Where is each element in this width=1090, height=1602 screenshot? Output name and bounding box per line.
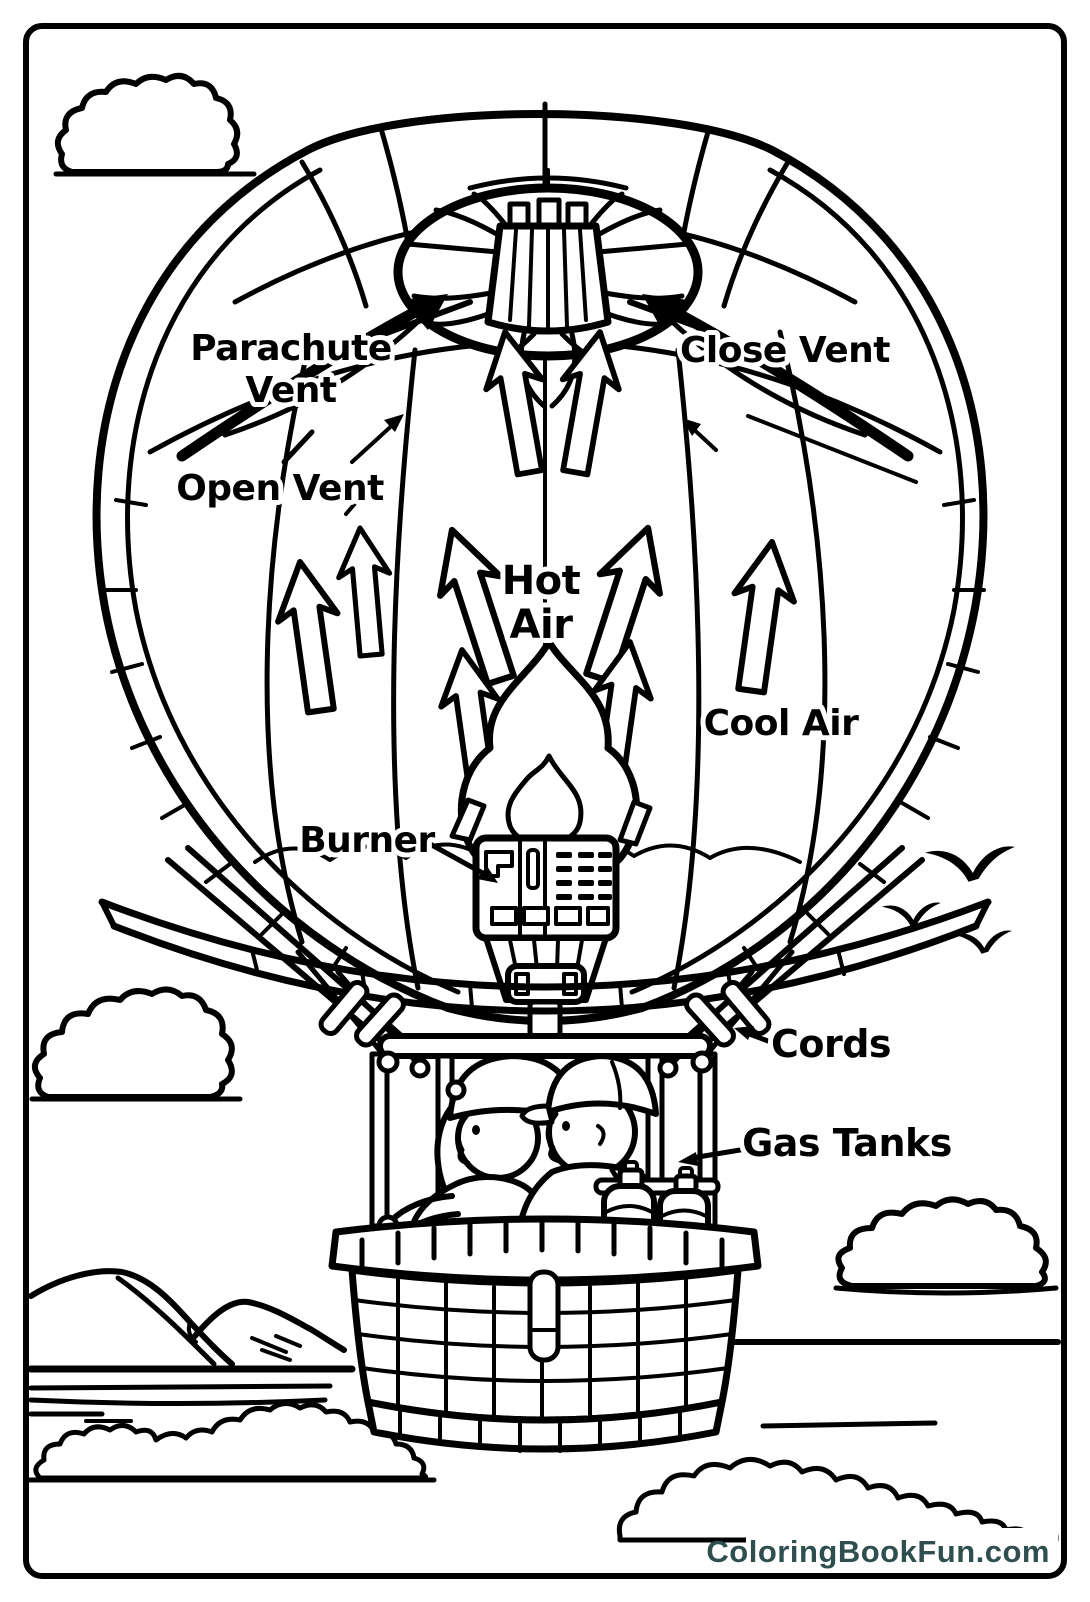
- cords-pointer-arrow: [734, 1026, 779, 1047]
- label-gas-tanks: Gas Tanks: [742, 1121, 952, 1165]
- cloud-right-icon: [833, 1196, 1059, 1296]
- cloud-bottom-left-icon: [29, 1401, 437, 1483]
- small-flow-arrows: [344, 414, 718, 516]
- diagram-labels: Parachute Vent Close Vent Open Vent Hot …: [171, 323, 957, 1170]
- vent-valve-slats: [508, 228, 588, 332]
- suspension-cords: [165, 845, 925, 1065]
- label-cool-air: Cool Air: [704, 703, 859, 744]
- label-parachute-vent-2: Vent: [245, 370, 336, 411]
- carabiners: [376, 1050, 714, 1079]
- mountains-icon: [29, 1268, 347, 1367]
- label-close-vent: Close Vent: [680, 330, 890, 371]
- watermark-text: ColoringBookFun.com: [706, 1534, 1050, 1569]
- vent-valve-tabs: [507, 197, 589, 231]
- label-leaders: [281, 299, 779, 1166]
- label-hot-air: Hot: [502, 558, 581, 604]
- woman-eye: [472, 1125, 480, 1135]
- man-cap-brim: [519, 1103, 555, 1126]
- man-eye: [562, 1121, 570, 1131]
- close-vent-leader: [627, 299, 715, 335]
- cloud-left-icon: [29, 986, 243, 1102]
- parachute-vent-assembly: [393, 168, 703, 409]
- basket-strap: [527, 1269, 561, 1363]
- label-parachute-vent: Parachute: [190, 328, 391, 369]
- watermark: ColoringBookFun.com: [706, 1528, 1058, 1573]
- basket-bottom-ticks: [398, 1408, 682, 1453]
- balloon: [92, 101, 992, 1065]
- basket-assembly: [328, 1033, 762, 1453]
- burner-pointer-arrow: [427, 841, 498, 883]
- burner-grill: [556, 852, 612, 900]
- basket-bottom-band: [364, 1398, 726, 1453]
- background-scenery: [29, 72, 1061, 1543]
- label-burner: Burner: [299, 820, 435, 861]
- basket-top-rail: [377, 1033, 713, 1059]
- cloud-top-left-icon: [53, 72, 257, 177]
- cord-connectors: [318, 980, 772, 1048]
- label-open-vent: Open Vent: [176, 468, 384, 509]
- gas-tanks-pointer-arrow: [678, 1145, 755, 1166]
- page-border: [23, 23, 1067, 1579]
- parachute-vent-leader: [381, 299, 473, 337]
- label-cords: Cords: [771, 1022, 891, 1066]
- basket-rim-ticks: [359, 1217, 725, 1273]
- label-hot-air-2: Air: [510, 602, 574, 648]
- man-cap: [545, 1053, 659, 1117]
- balloon-envelope: [92, 110, 988, 1025]
- cloud-bottom-right-icon: [616, 1457, 1059, 1543]
- close-vent-arrow-left: [176, 294, 448, 462]
